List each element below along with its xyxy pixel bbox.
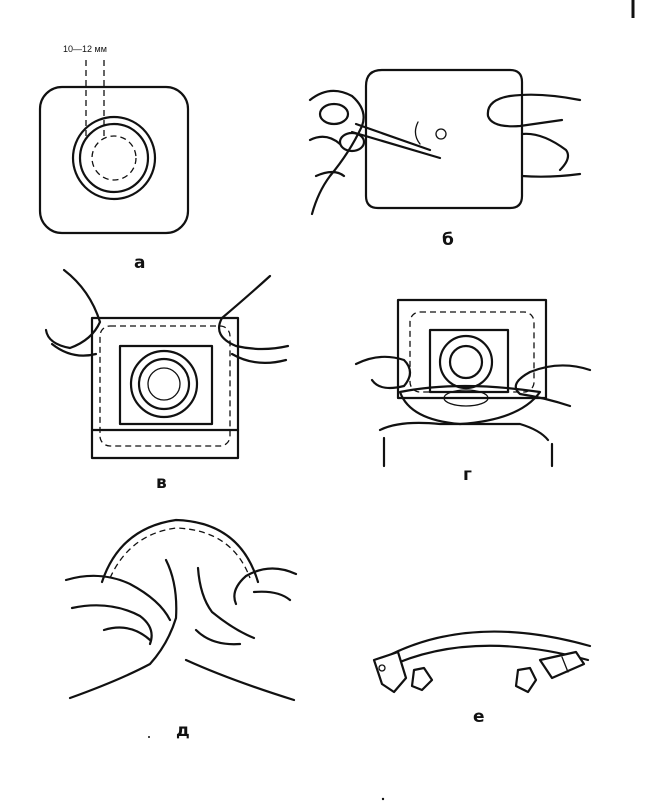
backing-sheet — [90, 316, 240, 460]
panel-label-a: а — [134, 253, 145, 273]
adhesive-outline — [99, 325, 231, 447]
belt-buckle — [538, 650, 586, 680]
belt-strap-bottom — [384, 644, 590, 670]
pouch-flap — [398, 384, 542, 426]
right-hand — [486, 93, 582, 178]
flange-center — [118, 344, 214, 426]
stoma — [443, 389, 489, 407]
belt-buckle-bar — [561, 656, 569, 673]
pouch-ring-outer — [438, 334, 494, 390]
left-hand-g — [354, 355, 412, 390]
pouch-dome-seam — [109, 527, 251, 579]
belt-hook-left — [410, 666, 434, 692]
right-hand-v — [218, 274, 290, 365]
body-contour — [378, 421, 554, 468]
ring-inner — [137, 357, 191, 411]
panel-e: е — [372, 630, 592, 727]
belt-hole-left — [378, 664, 386, 672]
panel-d: д — [64, 518, 298, 741]
scissors-icon — [318, 102, 442, 160]
flange-ring-inner — [78, 122, 150, 194]
stoma-hole — [147, 367, 181, 401]
left-hand — [308, 89, 365, 216]
measure-label: 10—12 мм — [63, 44, 107, 54]
pouch-dome — [100, 518, 260, 584]
speck — [381, 797, 385, 801]
belt-hook-right — [514, 666, 538, 694]
panel-b: б — [308, 68, 582, 250]
speck — [148, 736, 150, 738]
pouch-flange — [428, 328, 510, 394]
panel-label-g: г — [463, 465, 472, 485]
ring-outer — [129, 349, 199, 419]
flange-plate — [38, 85, 190, 235]
right-hand-g — [514, 364, 592, 408]
flange-ring-outer — [71, 115, 157, 201]
panel-label-d: д — [176, 721, 190, 741]
pouch-outline — [409, 311, 535, 393]
right-hand-d — [184, 566, 298, 702]
left-hand-v — [44, 268, 102, 357]
pouch-backing — [396, 298, 548, 400]
left-hand-d — [64, 558, 178, 700]
panel-label-v: в — [156, 473, 167, 493]
panel-g: г — [354, 298, 592, 485]
belt-strap-top — [382, 630, 592, 660]
cut-hole — [435, 128, 447, 140]
flange-sheet — [364, 68, 524, 210]
panel-label-e: е — [473, 707, 485, 727]
panel-label-b: б — [442, 230, 454, 250]
pouch-ring-inner — [448, 344, 484, 380]
stoma-outline — [91, 135, 137, 181]
cut-line — [414, 121, 421, 145]
panel-v: в — [44, 268, 290, 493]
belt-clip-left — [372, 650, 408, 694]
panel-a: 10—12 мм а — [38, 44, 190, 273]
